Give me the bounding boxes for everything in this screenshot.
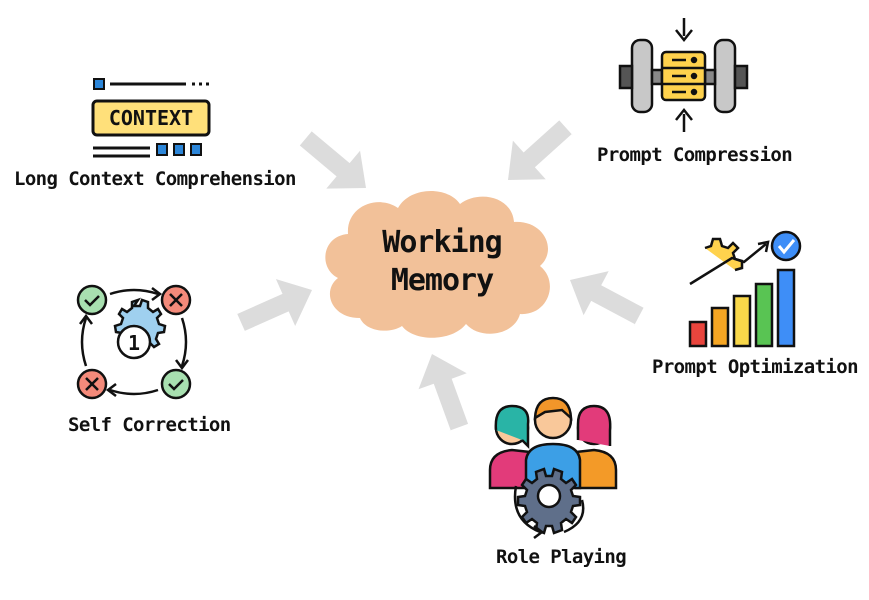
arrow-from-prompt-compression: [489, 106, 585, 201]
label-long-context-comprehension: Long Context Comprehension: [14, 168, 296, 190]
working-memory-cloud: [325, 190, 550, 338]
self-correction-step: 1: [128, 331, 140, 355]
self-correction-cycle-icon: 1: [76, 284, 192, 400]
arrow-from-self-correction: [228, 264, 325, 347]
compression-icon: [618, 18, 749, 132]
context-icon-text: CONTEXT: [109, 106, 193, 130]
working-memory-title: Working Memory: [332, 224, 552, 300]
label-role-playing: Role Playing: [496, 546, 627, 568]
context-icon: CONTEXT: [91, 78, 211, 158]
label-prompt-optimization: Prompt Optimization: [652, 356, 859, 378]
optimization-chart-icon: [688, 230, 802, 348]
arrow-from-role-playing: [406, 343, 485, 438]
working-memory-line2: Memory: [390, 263, 494, 298]
team-gear-icon: [488, 396, 618, 539]
working-memory-line1: Working: [382, 225, 502, 260]
label-prompt-compression: Prompt Compression: [597, 144, 793, 166]
arrow-from-long-context: [288, 116, 385, 210]
label-self-correction: Self Correction: [68, 414, 231, 436]
arrow-from-prompt-optimization: [556, 255, 653, 342]
